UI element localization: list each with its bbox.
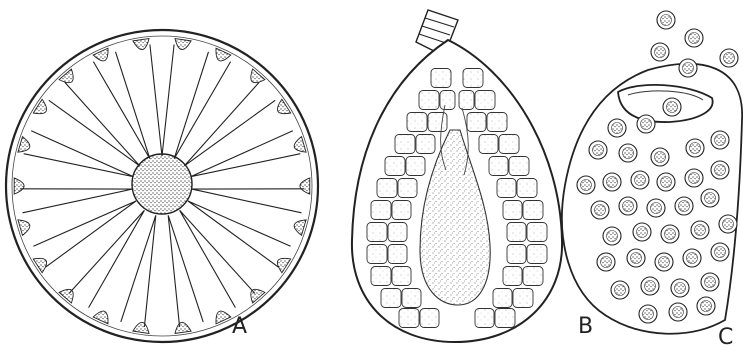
panel-c-ruptured-sporangium: C <box>562 11 742 350</box>
panel-c-spore-core <box>635 175 646 186</box>
panel-c-spore-core <box>689 173 700 184</box>
panel-c-spore-core <box>651 203 662 214</box>
panel-b-cell <box>517 179 537 198</box>
panel-a-radial-cell: A <box>6 30 318 342</box>
panel-b-cell <box>489 157 508 176</box>
panel-b-cell <box>388 245 407 264</box>
panel-c-spore-core <box>715 247 726 258</box>
panel-c-spore-core <box>623 148 634 159</box>
panel-c-spore-core <box>665 229 676 240</box>
panel-b-cell <box>507 245 526 264</box>
panel-c-spore-core <box>593 145 604 156</box>
panel-b-cell <box>406 157 425 176</box>
panel-b-cell <box>392 267 411 286</box>
panel-b-cell <box>385 157 405 176</box>
panel-b-cell <box>392 201 411 220</box>
panel-b-cell <box>428 113 447 132</box>
panel-c-spore-core <box>723 219 734 230</box>
panel-b-cell <box>509 157 529 176</box>
panel-c-spore-core <box>615 285 626 296</box>
panel-c-spore-core <box>655 152 666 163</box>
panel-b-cell <box>371 267 391 286</box>
panel-b-cell <box>507 223 526 242</box>
panel-c-spore-core <box>607 177 618 188</box>
panel-b-cell <box>513 289 533 308</box>
panel-c-spore-core <box>595 205 606 216</box>
panel-c-spore-core <box>631 253 642 264</box>
panel-b-cell <box>399 309 419 328</box>
panel-b-cell <box>398 179 417 198</box>
panel-b-label: B <box>578 314 593 339</box>
panel-b-cell <box>388 223 407 242</box>
panel-b-cell <box>497 179 516 198</box>
panel-b-cell <box>416 135 435 154</box>
panel-c-spore-core <box>715 165 726 176</box>
panel-b-cell <box>475 91 495 110</box>
panel-c-spore-core <box>623 201 634 212</box>
panel-c-spore-core <box>683 63 694 74</box>
panel-c-spore-core <box>705 193 716 204</box>
panel-c-label: C <box>718 325 733 350</box>
panel-c-spore-core <box>705 277 716 288</box>
panel-a-label: A <box>232 314 247 339</box>
panel-c-spore-core <box>655 47 666 58</box>
panel-b-cell <box>527 245 547 264</box>
panel-c-spore-core <box>661 177 672 188</box>
panel-c-spore-core <box>661 15 672 26</box>
panel-c-spore-core <box>673 307 684 318</box>
panel-a-nucleus <box>132 154 192 214</box>
panel-c-spore-core <box>690 143 701 154</box>
panel-b-cell <box>503 201 522 220</box>
panel-c-spore-core <box>601 257 612 268</box>
panel-b-cell <box>431 69 451 88</box>
panel-b-cell <box>463 69 483 88</box>
panel-c-spore-core <box>689 33 700 44</box>
panel-c-spore-core <box>675 283 686 294</box>
panel-c-spore-core <box>581 180 592 191</box>
panel-c-spore-core <box>607 231 618 242</box>
panel-b-cell <box>371 201 391 220</box>
panel-b-cell <box>479 135 498 154</box>
panel-b-cell <box>459 91 474 110</box>
panel-c-spore-core <box>637 227 648 238</box>
panel-c-spore-core <box>724 53 735 64</box>
panel-c-spore-core <box>701 301 712 312</box>
panel-c-spore-core <box>695 225 706 236</box>
panel-c-spore-core <box>715 135 726 146</box>
panel-b-cell <box>367 245 387 264</box>
panel-c-spore-core <box>643 309 654 320</box>
panel-b-cell <box>475 309 494 328</box>
panel-b-cell <box>395 135 415 154</box>
panel-b-cell <box>467 113 486 132</box>
panel-c-spore-core <box>641 119 652 130</box>
panel-c-spore-core <box>659 257 670 268</box>
panel-c-spore-core <box>667 102 678 113</box>
panel-c-spore-core <box>687 253 698 264</box>
panel-b-cell <box>523 201 543 220</box>
panel-b-cell <box>503 267 522 286</box>
panel-c-spore-core <box>679 201 690 212</box>
panel-b-cell <box>377 179 397 198</box>
panel-b-cell <box>367 223 387 242</box>
panel-b-cell <box>381 289 401 308</box>
panel-b-cell <box>499 135 519 154</box>
panel-b-cell <box>495 309 515 328</box>
panel-b-cell <box>419 91 439 110</box>
panel-b-cell <box>493 289 512 308</box>
panel-c-spore-core <box>612 123 623 134</box>
panel-b-cell <box>420 309 439 328</box>
panel-c-spore-core <box>645 281 656 292</box>
panel-b-cell <box>407 113 427 132</box>
panel-b-cell <box>523 267 543 286</box>
panel-b-cell <box>440 91 455 110</box>
panel-b-cell <box>402 289 421 308</box>
panel-b-sporangium: B <box>352 10 593 342</box>
panel-b-cell <box>527 223 547 242</box>
panel-b-cell <box>487 113 507 132</box>
